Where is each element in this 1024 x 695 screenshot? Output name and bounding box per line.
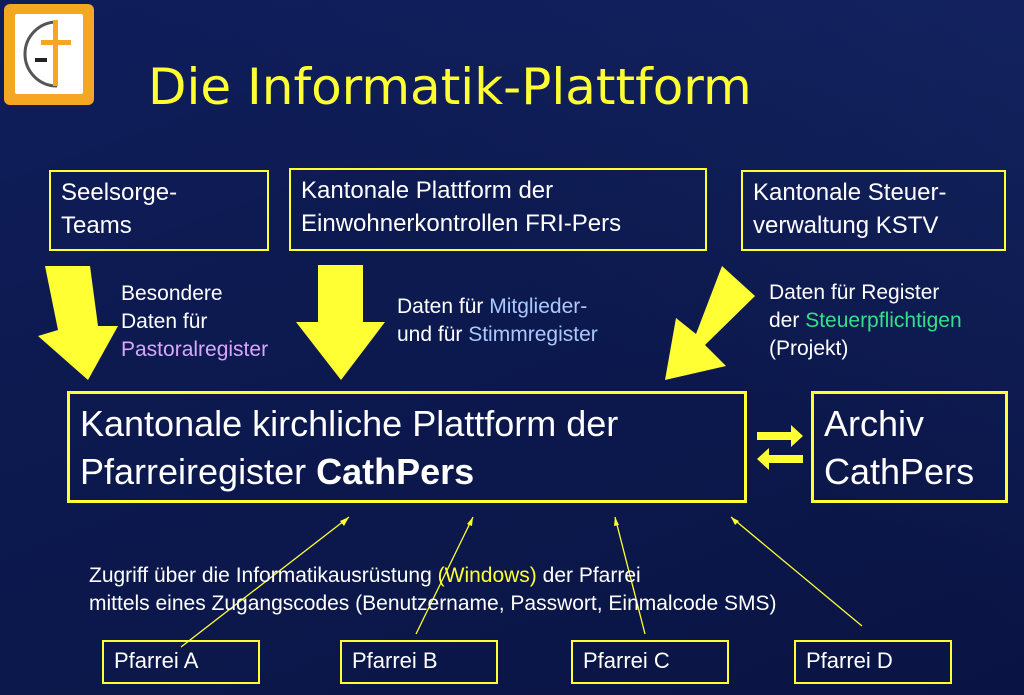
label-pastoral: Besondere Daten für Pastoralregister: [121, 280, 268, 364]
label-tax: Daten für Register der Steuerpflichtigen…: [769, 279, 962, 363]
source-line: Seelsorge-: [61, 179, 178, 206]
main-bold: CathPers: [316, 451, 475, 492]
down-arrow-middle: [296, 265, 385, 380]
source-box-fri-pers: Kantonale Plattform der Einwohnerkontrol…: [289, 168, 707, 251]
parish-label: Pfarrei B: [352, 648, 438, 673]
parish-box-d: Pfarrei D: [794, 640, 952, 684]
label-highlight: Steuerpflichtigen: [805, 309, 962, 332]
access-text: Zugriff über die Informatikausrüstung (W…: [89, 562, 776, 618]
label-highlight: Stimmregister: [468, 323, 598, 346]
access-line-b: [415, 516, 474, 635]
parish-label: Pfarrei D: [806, 648, 893, 673]
label-registers: Daten für Mitglieder- und für Stimmregis…: [397, 293, 598, 349]
logo: [4, 4, 94, 105]
label-line: Daten für: [121, 310, 208, 333]
parish-box-c: Pfarrei C: [571, 640, 729, 684]
label-highlight: Mitglieder-: [489, 295, 588, 318]
access-text-part: Zugriff über die Informatikausrüstung: [89, 564, 438, 587]
access-line-c: [614, 516, 646, 635]
source-line: Kantonale Steuer-: [753, 179, 947, 206]
source-line: Kantonale Plattform der: [301, 177, 554, 204]
page-title: Die Informatik-Plattform: [148, 58, 752, 116]
archive-line: CathPers: [824, 451, 975, 492]
source-line: Teams: [61, 212, 132, 239]
down-arrow-right: [665, 266, 755, 380]
arrow-to-archive: [757, 425, 803, 447]
arrow-from-archive: [757, 448, 803, 470]
main-line: Pfarreiregister: [80, 451, 317, 492]
down-arrow-left: [38, 266, 118, 380]
access-line-d: [730, 516, 863, 627]
source-box-kstv: Kantonale Steuer- verwaltung KSTV: [741, 170, 1006, 251]
parish-box-a: Pfarrei A: [102, 640, 260, 684]
main-line: Kantonale kirchliche Plattform der: [80, 403, 619, 444]
access-line2: mittels eines Zugangscodes (Benutzername…: [89, 592, 777, 615]
archive-line: Archiv: [824, 403, 925, 444]
label-text: Daten für: [397, 295, 490, 318]
label-text: und für: [397, 323, 469, 346]
label-line: (Projekt): [769, 337, 849, 360]
parish-box-b: Pfarrei B: [340, 640, 498, 684]
source-line: Einwohnerkontrollen FRI-Pers: [301, 210, 622, 237]
source-line: verwaltung KSTV: [753, 212, 939, 239]
parish-label: Pfarrei A: [114, 648, 199, 673]
source-box-seelsorge: Seelsorge- Teams: [49, 170, 269, 251]
access-highlight: (Windows): [437, 564, 537, 587]
label-line: Pastoralregister: [121, 338, 269, 361]
parish-label: Pfarrei C: [583, 648, 670, 673]
label-line: Daten für Register: [769, 281, 940, 304]
access-text-part: der Pfarrei: [536, 564, 641, 587]
logo-cross-icon: [15, 14, 83, 94]
label-text: der: [769, 309, 806, 332]
main-platform-box: Kantonale kirchliche Plattform der Pfarr…: [67, 391, 747, 503]
label-line: Besondere: [121, 282, 223, 305]
archive-box: Archiv CathPers: [811, 391, 1008, 503]
access-line-a: [180, 516, 350, 648]
